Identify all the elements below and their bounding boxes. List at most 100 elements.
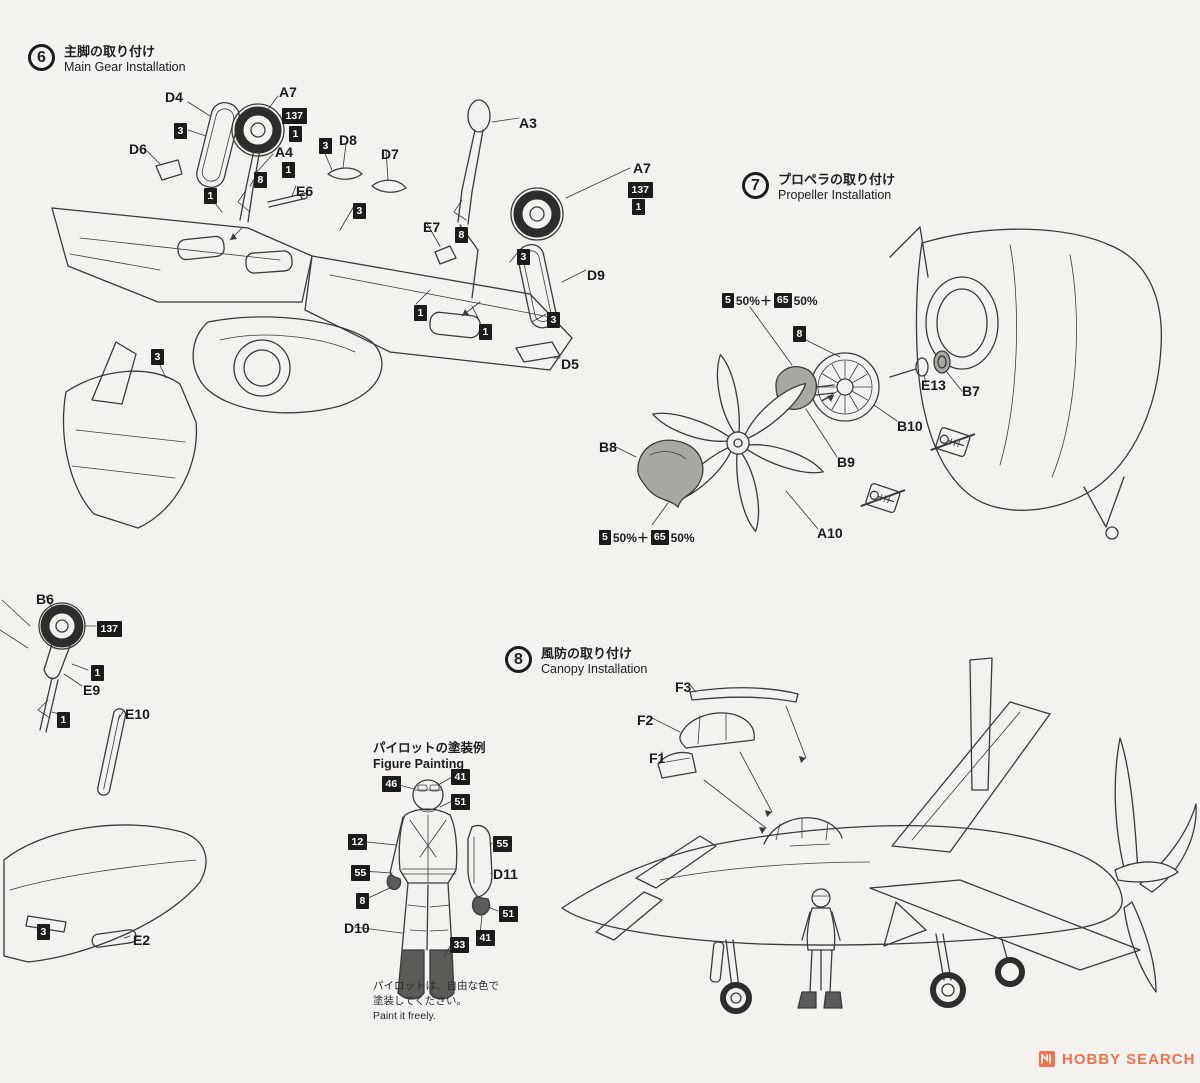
assembly-arrows [229, 227, 481, 317]
near-wing-drawing [869, 879, 1141, 971]
part-a3-strut-drawing [453, 99, 491, 299]
paint-callout: 41 [476, 930, 495, 946]
fuselage-side-drawing [561, 817, 1123, 946]
part-f1-windscreen-drawing [657, 751, 697, 779]
part-label: D10 [344, 920, 370, 936]
paint-callout: 1 [632, 199, 645, 215]
paint-mix-callout: 5 50%＋ 65 50% [599, 529, 695, 546]
figure-painting-note: パイロットは、自由な色で 塗装してください。 Paint it freely. [373, 979, 499, 1025]
mix-ratio: 50%＋ [735, 294, 772, 308]
step6-nose-gear-drawing [0, 595, 207, 963]
part-label: B7 [962, 383, 980, 399]
figure-painting-title-ja: パイロットの塗装例 [373, 741, 486, 755]
part-label: A3 [519, 115, 537, 131]
part-e13-b7-drawing [889, 350, 951, 378]
part-label: B8 [599, 439, 617, 455]
part-d8-drawing [327, 167, 363, 180]
tail-propeller-drawing [1114, 737, 1197, 993]
leader-lines [651, 684, 697, 765]
paint-callout: 1 [289, 126, 302, 142]
part-label: E7 [423, 219, 441, 235]
part-label: D6 [129, 141, 147, 157]
paint-number: 65 [650, 530, 669, 545]
part-label: D4 [165, 89, 183, 105]
paint-number: 65 [773, 293, 792, 308]
hobbysearch-logo-icon [1039, 1051, 1055, 1067]
paint-callout: 3 [319, 138, 332, 154]
part-label: E13 [921, 377, 946, 393]
part-e10-strut-drawing [97, 708, 127, 796]
part-label: A7 [633, 160, 651, 176]
main-wheel-left-drawing [231, 103, 285, 157]
step7-titles: プロペラの取り付け Propeller Installation [778, 172, 895, 204]
part-label: D9 [587, 267, 605, 283]
note-line-ja1: パイロットは、自由な色で [373, 980, 499, 992]
part-label: A4 [275, 144, 293, 160]
part-label: F3 [675, 679, 692, 695]
paint-callout: 137 [282, 108, 307, 124]
paint-callout: 3 [517, 249, 530, 265]
part-label: B9 [837, 454, 855, 470]
do-not-cement-icon [860, 483, 906, 514]
part-d4-door-drawing [196, 101, 240, 189]
part-label: E6 [296, 183, 314, 199]
part-label: E10 [125, 706, 150, 722]
part-d5-drawing [515, 341, 561, 363]
paint-callout: 55 [351, 865, 370, 881]
note-line-en: Paint it freely. [373, 1010, 436, 1023]
hobbysearch-watermark: HOBBY SEARCH [1038, 1050, 1195, 1068]
step8-titles: 風防の取り付け Canopy Installation [541, 646, 647, 678]
part-label: E9 [83, 682, 101, 698]
step7-title-ja: プロペラの取り付け [778, 172, 896, 187]
paint-callout: 137 [628, 182, 653, 198]
paint-callout: 8 [793, 326, 806, 342]
part-label: E2 [133, 932, 151, 948]
part-label: D11 [493, 866, 518, 882]
paint-callout: 3 [547, 312, 560, 328]
part-e6-rod-drawing [267, 192, 308, 208]
paint-callout: 137 [97, 621, 122, 637]
step6-title-ja: 主脚の取り付け [64, 44, 156, 59]
part-label: D7 [381, 146, 399, 162]
part-d6-drawing [155, 159, 183, 181]
paint-callout: 1 [91, 665, 104, 681]
step6-titles: 主脚の取り付け Main Gear Installation [64, 44, 186, 76]
step8-canopy-drawing [561, 657, 1197, 1014]
tail-section-drawing [62, 341, 198, 529]
step6-number-badge: 6 [28, 44, 55, 71]
step8-title-ja: 風防の取り付け [541, 646, 633, 661]
paint-number: 5 [722, 293, 734, 308]
part-a10-propeller-drawing [652, 354, 824, 532]
step7-number-badge: 7 [742, 172, 769, 199]
part-f2-canopy-drawing [679, 712, 755, 749]
paint-callout: 1 [414, 305, 427, 321]
nose-underside-drawing [3, 824, 207, 963]
pilot-figure-drawing [386, 779, 458, 1000]
wing-underside-left-drawing [51, 207, 313, 303]
main-wheel-right-drawing [510, 187, 564, 241]
mix-ratio: 50%＋ [612, 531, 649, 545]
do-not-cement-icon [930, 427, 976, 458]
landing-gear-drawing [709, 933, 1025, 1014]
paint-callout: 46 [382, 776, 401, 792]
paint-callout: 1 [479, 324, 492, 340]
step8-header: 8 風防の取り付け Canopy Installation [505, 646, 647, 678]
step7-propeller-drawing [615, 226, 1163, 540]
part-label: B6 [36, 591, 54, 607]
note-line-ja2: 塗装してください。 [373, 995, 467, 1008]
part-a4-strut-drawing [237, 149, 261, 223]
pilot-figure-small-drawing [797, 888, 843, 1009]
paint-mix-callout: 5 50%＋ 65 50% [722, 292, 818, 309]
part-e9-fork-drawing [0, 599, 71, 733]
mix-ratio: 50% [670, 530, 695, 545]
step8-title-en: Canopy Installation [541, 662, 648, 677]
canard-drawing [595, 835, 717, 941]
paint-callout: 8 [455, 227, 468, 243]
leader-lines [43, 595, 131, 939]
part-label: D8 [339, 132, 357, 148]
part-b8-cap-drawing [637, 439, 704, 508]
far-wing-drawing [891, 657, 1051, 853]
figure-painting-header: パイロットの塗装例 Figure Painting [373, 740, 486, 773]
step6-main-gear-drawing [51, 95, 631, 529]
